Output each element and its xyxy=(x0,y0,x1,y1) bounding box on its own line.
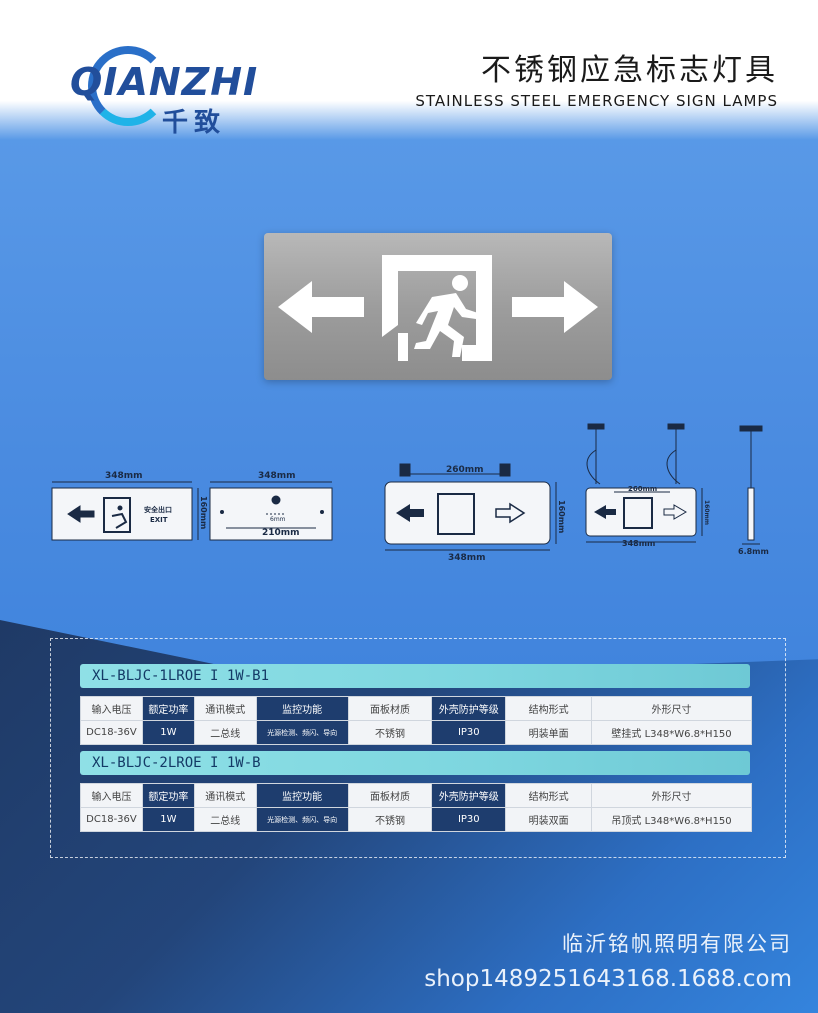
spec-value-cell: 不锈钢 xyxy=(347,720,433,745)
spec-value-cell: 1W xyxy=(141,807,195,832)
d2-width-label: 348mm xyxy=(258,471,296,481)
spec-value-cell: IP30 xyxy=(431,720,507,745)
spec-header-cell: 外形尺寸 xyxy=(591,696,752,721)
spec-header-cell: 外形尺寸 xyxy=(591,783,752,808)
spec-value-cell: IP30 xyxy=(431,807,507,832)
model-bar-2: XL-BLJC-2LROE I 1W-B xyxy=(80,751,750,775)
d1-sign-cn: 安全出口 xyxy=(144,505,172,514)
spec-header-cell: 监控功能 xyxy=(255,783,349,808)
drawing-ceiling-mount-view xyxy=(585,423,703,543)
page-title-en: STAINLESS STEEL EMERGENCY SIGN LAMPS xyxy=(415,92,778,110)
spec-table-2: 输入电压 额定功率 通讯模式 监控功能 面板材质 外壳防护等级 结构形式 外形尺… xyxy=(80,783,752,832)
d2-small-label: 6mm xyxy=(270,516,286,523)
drawing-wall-mount-view xyxy=(384,463,557,551)
spec-header-cell: 输入电压 xyxy=(80,696,143,721)
spec-header-cell: 监控功能 xyxy=(255,696,349,721)
spec-value-cell: 光源检测、频闪、导向 xyxy=(255,807,349,832)
logo-ring-icon xyxy=(88,46,168,126)
spec-header-row: 输入电压 额定功率 通讯模式 监控功能 面板材质 外壳防护等级 结构形式 外形尺… xyxy=(80,696,752,721)
spec-header-cell: 输入电压 xyxy=(80,783,143,808)
left-arrow-icon xyxy=(278,281,364,333)
specs-frame xyxy=(50,638,786,858)
spec-value-cell: 壁挂式 L348*W6.8*H150 xyxy=(591,720,752,745)
model-bar-1: XL-BLJC-1LROE I 1W-B1 xyxy=(80,664,750,688)
spec-header-cell: 结构形式 xyxy=(505,783,593,808)
spec-header-cell: 外壳防护等级 xyxy=(431,783,507,808)
spec-header-cell: 外壳防护等级 xyxy=(431,696,507,721)
spec-value-cell: 1W xyxy=(141,720,195,745)
brand-logo: QIANZHI 千致 xyxy=(70,42,260,138)
spec-table-1: 输入电压 额定功率 通讯模式 监控功能 面板材质 外壳防护等级 结构形式 外形尺… xyxy=(80,696,752,745)
drawing-back-view xyxy=(209,481,333,541)
spec-header-row: 输入电压 额定功率 通讯模式 监控功能 面板材质 外壳防护等级 结构形式 外形尺… xyxy=(80,783,752,808)
logo-wordmark: QIANZHI xyxy=(70,60,259,104)
drawing-side-view xyxy=(739,425,763,545)
spec-value-cell: 明装单面 xyxy=(505,720,593,745)
d1-height-label: 160mm xyxy=(199,496,208,529)
drawing-front-view xyxy=(51,481,199,541)
d3-height-label: 160mm xyxy=(557,500,566,533)
spec-header-cell: 通讯模式 xyxy=(193,783,257,808)
footer-company-name: 临沂铭帆照明有限公司 xyxy=(562,932,792,956)
running-man-icon xyxy=(414,275,478,357)
spec-value-cell: 光源检测、频闪、导向 xyxy=(255,720,349,745)
spec-header-cell: 面板材质 xyxy=(347,696,433,721)
spec-value-cell: 明装双面 xyxy=(505,807,593,832)
product-photo xyxy=(264,233,612,380)
dimension-drawings: 348mm 160mm 安全出口 EXIT 348mm 210mm 6mm xyxy=(51,423,769,563)
spec-value-cell: 吊顶式 L348*W6.8*H150 xyxy=(591,807,752,832)
d3-bottom-label: 348mm xyxy=(448,553,486,563)
logo-chinese-name: 千致 xyxy=(162,108,227,138)
spec-value-row: DC18-36V 1W 二总线 光源检测、频闪、导向 不锈钢 IP30 明装双面… xyxy=(80,807,752,832)
d1-sign-en: EXIT xyxy=(150,516,168,524)
exit-door-icon xyxy=(382,255,492,361)
spec-header-cell: 面板材质 xyxy=(347,783,433,808)
d1-width-label: 348mm xyxy=(105,471,143,481)
spec-value-cell: 二总线 xyxy=(193,807,257,832)
d4-top-label: 260mm xyxy=(628,485,657,493)
spec-value-cell: DC18-36V xyxy=(80,807,143,832)
d4-bottom-label: 348mm xyxy=(622,539,655,548)
exit-sign-graphic xyxy=(278,255,598,361)
page-title-cn: 不锈钢应急标志灯具 xyxy=(481,53,778,88)
spec-value-cell: DC18-36V xyxy=(80,720,143,745)
spec-header-cell: 通讯模式 xyxy=(193,696,257,721)
d5-thickness-label: 6.8mm xyxy=(738,547,769,556)
technical-drawings: 348mm 160mm 安全出口 EXIT 348mm 210mm 6mm xyxy=(0,420,818,570)
d2-inner-label: 210mm xyxy=(262,528,300,538)
footer-shop-url: shop1489251643168.1688.com xyxy=(424,966,792,992)
spec-value-row: DC18-36V 1W 二总线 光源检测、频闪、导向 不锈钢 IP30 明装单面… xyxy=(80,720,752,745)
right-arrow-icon xyxy=(512,281,598,333)
spec-header-cell: 额定功率 xyxy=(141,696,195,721)
spec-header-cell: 额定功率 xyxy=(141,783,195,808)
spec-header-cell: 结构形式 xyxy=(505,696,593,721)
d3-top-label: 260mm xyxy=(446,465,484,475)
spec-value-cell: 二总线 xyxy=(193,720,257,745)
d4-height-label: 160mm xyxy=(703,500,710,525)
spec-value-cell: 不锈钢 xyxy=(347,807,433,832)
